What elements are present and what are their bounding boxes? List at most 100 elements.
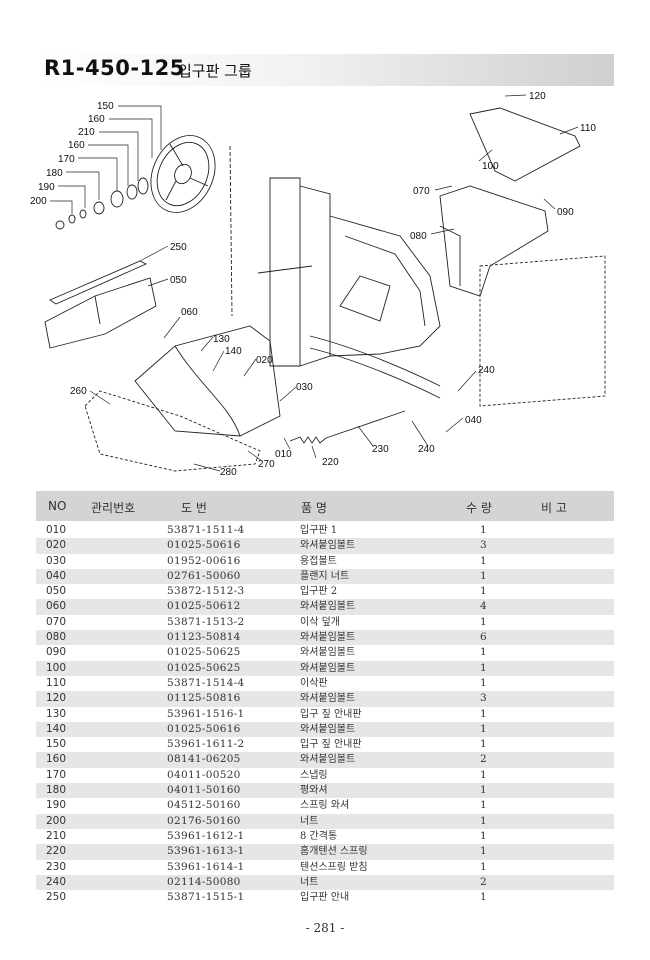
row-part-name: 플랜지 너트 [300,570,350,582]
table-row: 200 02176-50160 너트 1 [36,813,614,829]
row-part-name: 너트 [300,815,319,827]
row-part-number: 01025-50616 [167,722,241,735]
title-bar [36,54,614,86]
row-no: 060 [46,600,67,613]
row-part-name: 와셔붙임볼트 [300,632,356,644]
row-part-number: 53961-1612-1 [167,829,245,842]
row-no: 080 [46,631,67,644]
row-no: 150 [46,738,67,751]
row-part-number: 02176-50160 [167,814,241,827]
callout-label: 010 [275,449,292,460]
row-part-number: 53872-1512-3 [167,585,245,598]
row-part-number: 01125-50816 [167,692,241,705]
header-no: NO [48,499,67,513]
row-no: 020 [46,539,67,552]
row-part-name: 와셔붙임볼트 [300,540,356,552]
callout-label: 270 [258,459,275,470]
callout-label: 240 [478,365,495,376]
row-quantity: 1 [480,524,487,536]
callout-label: 200 [30,196,47,207]
callout-label: 170 [58,154,75,165]
row-no: 130 [46,707,67,720]
callout-label: 070 [413,186,430,197]
row-no: 040 [46,569,67,582]
row-quantity: 1 [480,784,487,797]
row-part-number: 53961-1611-2 [167,738,245,751]
row-quantity: 1 [480,738,487,751]
callout-label: 100 [482,161,499,172]
row-no: 220 [46,845,67,858]
row-part-number: 04011-00520 [167,768,241,781]
row-part-name: 평와셔 [300,785,328,797]
callout-label: 190 [38,182,55,193]
row-quantity: 1 [480,676,487,689]
row-part-name: 입구 짚 안내판 [300,708,362,720]
callout-label: 090 [557,207,574,218]
callout-label: 030 [296,382,313,393]
row-part-name: 이삭 덮개 [300,616,340,628]
row-part-number: 53961-1614-1 [167,860,245,873]
callout-label: 210 [78,127,95,138]
callout-label: 250 [170,242,187,253]
row-part-number: 04011-50160 [167,784,241,797]
row-part-number: 01952-00616 [167,554,241,567]
row-no: 120 [46,692,67,705]
callout-label: 140 [225,346,242,357]
callout-label: 080 [410,231,427,242]
row-quantity: 1 [480,722,487,735]
header-drawing-no: 도 번 [181,501,207,515]
callout-label: 150 [97,101,114,112]
row-part-name: 와셔붙임볼트 [300,601,356,613]
row-no: 170 [46,768,67,781]
row-part-number: 01025-50612 [167,600,241,613]
row-part-number: 53871-1514-4 [167,676,245,689]
row-part-name: 와셔붙임볼트 [300,754,356,766]
callout-label: 020 [256,355,273,366]
row-quantity: 2 [480,753,487,766]
row-no: 210 [46,829,67,842]
callout-label: 050 [170,275,187,286]
row-part-name: 8 간격통 [300,830,338,842]
page-title-code: R1-450-125 [44,56,185,80]
row-no: 140 [46,722,67,735]
row-part-name: 이삭판 [300,677,328,689]
callout-label: 280 [220,467,237,478]
row-part-name: 입구판 1 [300,525,338,536]
table-row: 080 01123-50814 와셔붙임볼트 6 [36,630,614,646]
page-title-name: 입구판 그룹 [178,62,252,80]
row-part-number: 01123-50814 [167,631,241,644]
row-quantity: 1 [480,860,487,873]
row-part-name: 입구판 안내 [300,892,350,904]
row-quantity: 2 [480,875,487,888]
row-quantity: 1 [480,814,487,827]
row-quantity: 1 [480,569,487,582]
row-part-name: 용접볼트 [300,555,337,567]
row-part-number: 01025-50625 [167,661,241,674]
row-quantity: 1 [480,799,487,812]
row-part-number: 01025-50625 [167,646,241,659]
row-part-name: 홈개텐션 스프링 [300,846,368,858]
row-no: 190 [46,799,67,812]
row-quantity: 6 [480,631,487,644]
row-no: 200 [46,814,67,827]
row-part-number: 02114-50080 [167,875,241,888]
header-mgmt-no: 관리번호 [91,501,136,515]
row-part-number: 53871-1515-1 [167,891,245,904]
row-part-name: 와셔붙임볼트 [300,693,356,705]
row-quantity: 1 [480,585,487,598]
row-part-number: 08141-06205 [167,753,241,766]
row-quantity: 1 [480,615,487,628]
